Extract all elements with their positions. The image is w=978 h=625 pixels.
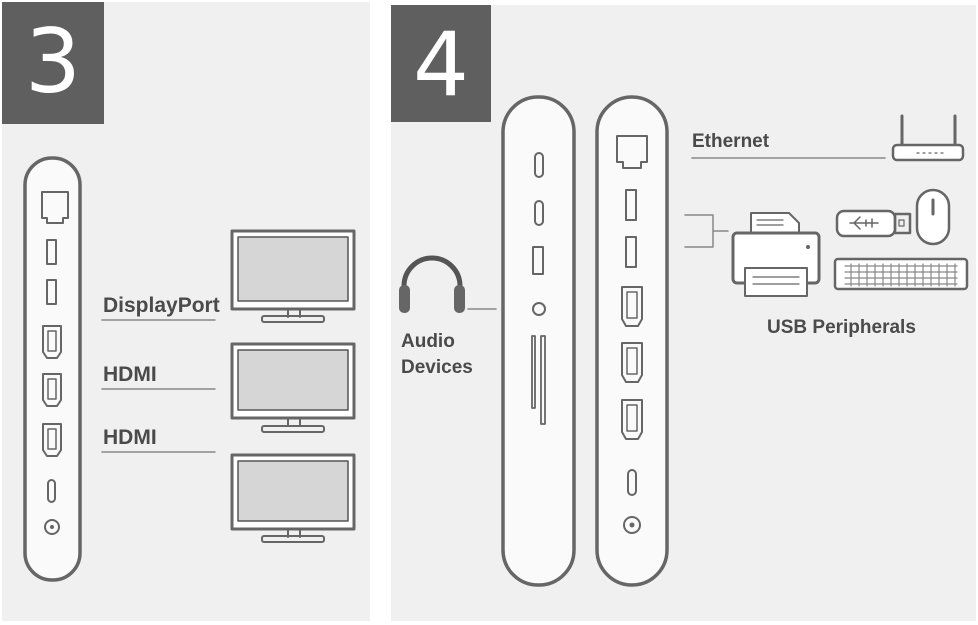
- hdmi-port-icon: [621, 399, 643, 440]
- monitor-icon: [230, 229, 356, 323]
- microsd-card-slot-icon: [540, 335, 546, 425]
- audio-devices-label-line2: Devices: [401, 357, 473, 378]
- usb-port-icon: [46, 239, 57, 265]
- hdmi-port-icon: [621, 342, 643, 383]
- usb-peripherals-label: USB Peripherals: [767, 317, 916, 338]
- step-3-badge: 3: [2, 2, 104, 124]
- power-port-icon: [623, 516, 641, 534]
- step-4-panel: 4: [391, 5, 976, 621]
- usb-stick-icon: [835, 209, 912, 238]
- hdmi-label: HDMI: [103, 426, 157, 449]
- hdmi-port-icon: [42, 423, 62, 457]
- hdmi-port-icon: [42, 373, 62, 407]
- dock-front-ports: [501, 95, 576, 587]
- dock-side-ports: [23, 156, 82, 582]
- usb-c-port-icon: [627, 469, 637, 496]
- usb-port-icon: [625, 189, 637, 221]
- usb-c-port-icon: [47, 479, 56, 503]
- monitor-icon: [230, 342, 356, 433]
- usb-port-icon: [46, 279, 57, 305]
- step-4-badge: 4: [391, 5, 491, 122]
- usb-port-icon: [532, 246, 544, 275]
- usb-port-icon: [625, 236, 637, 268]
- displayport-label: DisplayPort: [103, 294, 220, 317]
- monitor-icon: [230, 453, 356, 543]
- sd-card-slot-icon: [531, 335, 536, 409]
- audio-devices-label-line1: Audio: [401, 331, 455, 352]
- audio-jack-icon: [532, 302, 546, 316]
- hdmi-label: HDMI: [103, 363, 157, 386]
- usb-c-port-icon: [534, 200, 544, 226]
- hdmi-port-icon: [42, 325, 62, 359]
- ethernet-label: Ethernet: [692, 131, 770, 152]
- dock-back-ports: [595, 95, 669, 587]
- keyboard-icon: [833, 257, 969, 291]
- headphones-icon: [399, 255, 465, 313]
- ethernet-port-icon: [41, 191, 69, 224]
- power-port-icon: [44, 519, 60, 535]
- mouse-icon: [915, 188, 951, 246]
- usb-c-port-icon: [534, 152, 544, 178]
- hdmi-port-icon: [621, 286, 643, 327]
- ethernet-port-icon: [616, 135, 648, 169]
- router-icon: [891, 114, 965, 162]
- printer-icon: [731, 212, 821, 297]
